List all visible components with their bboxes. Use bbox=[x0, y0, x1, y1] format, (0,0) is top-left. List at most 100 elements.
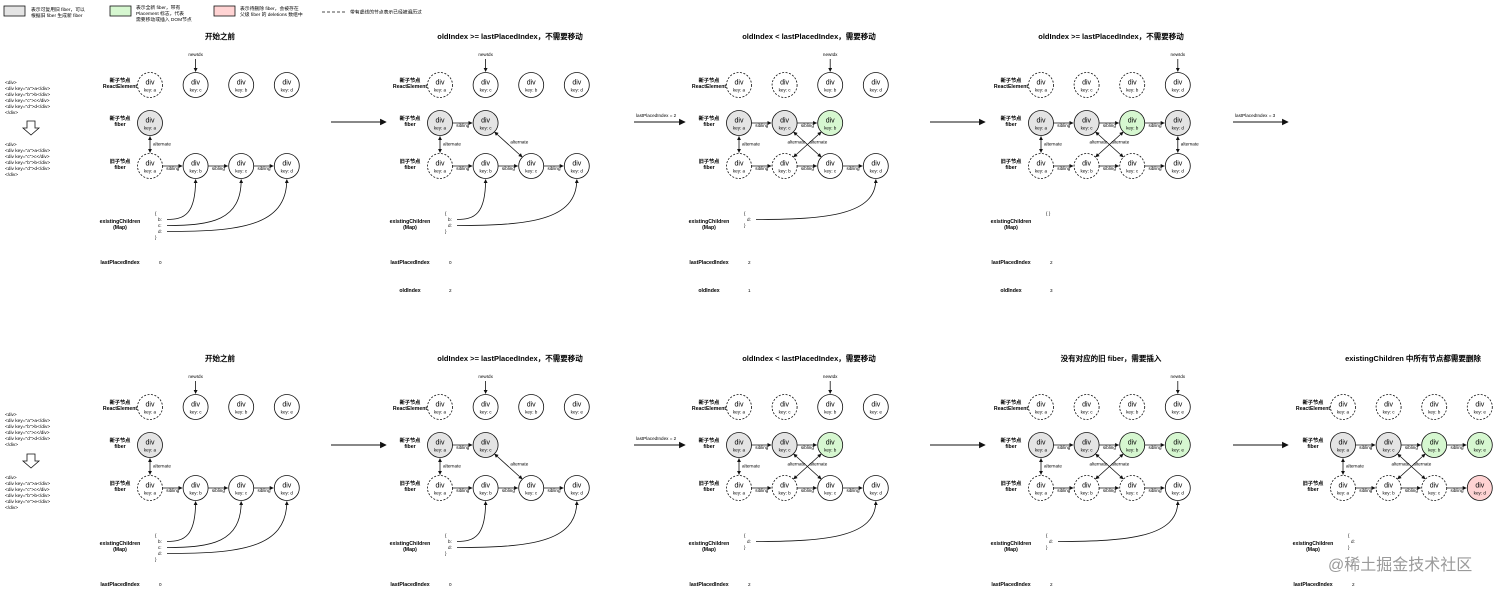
row-label-old-fiber-sub: fiber bbox=[1005, 165, 1016, 171]
node-key-label: key: a bbox=[144, 169, 157, 174]
node-key-label: key: d bbox=[571, 88, 584, 93]
node-tag-label: div bbox=[191, 483, 200, 490]
node-tag-label: div bbox=[780, 483, 789, 490]
node-circle bbox=[472, 110, 499, 136]
legend-new-text: 表示全新 fiber，带有 bbox=[136, 4, 180, 11]
node-key-label: key: c bbox=[525, 491, 538, 496]
existing-children-sub: (Map) bbox=[702, 547, 716, 553]
panel-title: oldIndex < lastPlacedIndex，需要移动 bbox=[742, 353, 876, 363]
last-placed-index-label: lastPlacedIndex bbox=[100, 260, 139, 266]
existing-children-sub: (Map) bbox=[113, 225, 127, 231]
map-entry: c: bbox=[158, 545, 162, 550]
node-tag-label: div bbox=[1173, 161, 1182, 168]
node-tag-label: div bbox=[780, 440, 789, 447]
node-tag-label: div bbox=[282, 80, 291, 87]
code-after-top: <div> bbox=[5, 142, 17, 148]
node-key-label: key: c bbox=[1126, 491, 1139, 496]
node-circle bbox=[817, 72, 844, 98]
map-link bbox=[166, 179, 289, 232]
node-key-label: key: c bbox=[1126, 169, 1139, 174]
old-index-label: oldIndex bbox=[399, 288, 420, 294]
alternate-label: alternate bbox=[1090, 462, 1108, 467]
node-tag-label: div bbox=[1339, 402, 1348, 409]
last-placed-index-label: lastPlacedIndex bbox=[390, 260, 429, 266]
map-entry: d: bbox=[158, 229, 162, 234]
node-circle bbox=[1119, 394, 1146, 420]
code-before-bottom: <div> bbox=[5, 412, 17, 418]
sibling-label: sibling bbox=[755, 445, 768, 450]
node-key-label: key: b bbox=[235, 410, 248, 415]
alternate-label: alternate bbox=[1090, 140, 1108, 145]
node-circle bbox=[472, 72, 499, 98]
row-label-old-fiber: 旧子节点 bbox=[110, 479, 132, 487]
map-entry: d: bbox=[448, 223, 452, 228]
node-tag-label: div bbox=[826, 118, 835, 125]
watermark-text: @稀土掘金技术社区 bbox=[1328, 556, 1472, 574]
node-tag-label: div bbox=[826, 80, 835, 87]
node-tag-label: div bbox=[481, 402, 490, 409]
sibling-label: sibling bbox=[1148, 123, 1161, 128]
sibling-label: sibling bbox=[1148, 166, 1161, 171]
node-tag-label: div bbox=[436, 161, 445, 168]
node-tag-label: div bbox=[735, 161, 744, 168]
sibling-label: sibling bbox=[257, 166, 270, 171]
row-label-new-children: 新子节点 bbox=[110, 76, 132, 84]
node-circle bbox=[472, 394, 499, 420]
existing-children-label: existingChildren bbox=[100, 541, 141, 547]
panel-title: oldIndex >= lastPlacedIndex，不需要移动 bbox=[1038, 31, 1184, 41]
node-tag-label: div bbox=[1384, 483, 1393, 490]
panel-title: existingChildren 中所有节点都需要删除 bbox=[1345, 353, 1481, 363]
node-tag-label: div bbox=[436, 483, 445, 490]
sibling-label: sibling bbox=[547, 166, 560, 171]
node-circle bbox=[1164, 475, 1191, 501]
alternate-label: alternate bbox=[153, 142, 171, 147]
node-tag-label: div bbox=[1128, 440, 1137, 447]
node-circle bbox=[563, 475, 590, 501]
old-index-value: 3 bbox=[1050, 288, 1053, 293]
row-label-new-children-sub: ReactElement bbox=[692, 84, 727, 90]
row-label-new-fiber: 新子节点 bbox=[400, 436, 422, 444]
row-label-new-children: 新子节点 bbox=[1303, 398, 1325, 406]
node-key-label: key: c bbox=[1383, 448, 1396, 453]
node-key-label: key: a bbox=[1035, 491, 1048, 496]
node-key-label: key: a bbox=[434, 491, 447, 496]
node-circle bbox=[862, 394, 889, 420]
node-circle bbox=[273, 153, 300, 179]
row-label-new-fiber-sub: fiber bbox=[703, 444, 714, 450]
node-circle bbox=[817, 432, 844, 458]
code-after-top: </div> bbox=[5, 172, 18, 178]
node-circle bbox=[1466, 394, 1493, 420]
node-circle bbox=[862, 153, 889, 179]
existing-children-label: existingChildren bbox=[991, 541, 1032, 547]
sibling-label: sibling bbox=[1057, 445, 1070, 450]
node-circle bbox=[1119, 72, 1146, 98]
node-key-label: key: a bbox=[144, 410, 157, 415]
node-tag-label: div bbox=[1430, 402, 1439, 409]
node-key-label: key: a bbox=[144, 491, 157, 496]
panel-title: oldIndex >= lastPlacedIndex，不需要移动 bbox=[437, 353, 583, 363]
node-tag-label: div bbox=[1339, 440, 1348, 447]
code-before-top: <div key="c">c</div> bbox=[5, 98, 50, 104]
map-entry: } bbox=[1046, 545, 1048, 550]
node-circle bbox=[182, 72, 209, 98]
sibling-label: sibling bbox=[502, 488, 515, 493]
node-circle bbox=[1164, 432, 1191, 458]
node-key-label: key: a bbox=[1337, 448, 1350, 453]
code-after-bottom: <div key="c">c</div> bbox=[5, 487, 50, 493]
map-entry: { bbox=[445, 533, 447, 538]
node-key-label: key: c bbox=[779, 448, 792, 453]
node-key-label: key: a bbox=[144, 448, 157, 453]
